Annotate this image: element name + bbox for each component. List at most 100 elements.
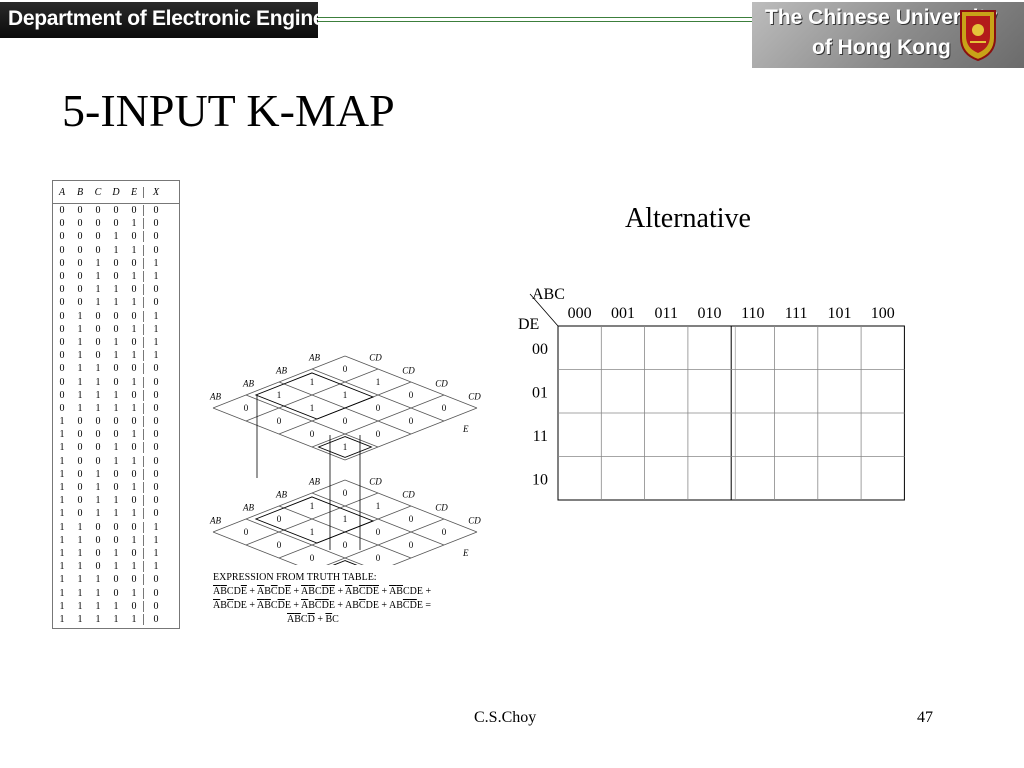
kmap-col-header: 110 (741, 305, 764, 322)
grid-line (245, 518, 364, 565)
plane-cell: 0 (376, 429, 381, 439)
truth-table-cell: 1 (59, 429, 65, 441)
truth-table-cell: 0 (113, 323, 119, 335)
truth-table-cell: 0 (131, 547, 137, 559)
grid-line (245, 394, 379, 448)
plane-col-label: AB (209, 516, 221, 526)
truth-table-cell: 1 (113, 547, 119, 559)
truth-table-header-cell: B (76, 186, 84, 198)
plane-row-label: CD (435, 503, 448, 513)
plane-cell: 0 (409, 514, 414, 524)
truth-table-header-cell: D (112, 186, 120, 198)
plane-cell: 1 (310, 377, 315, 387)
truth-table-cell: 1 (113, 561, 119, 573)
truth-table-cell: 0 (95, 323, 101, 335)
truth-table-cell: 0 (95, 218, 101, 230)
grid-line (212, 407, 346, 461)
truth-table-cell: 1 (131, 534, 137, 546)
plane-cell: 0 (343, 416, 348, 426)
truth-table-cell: 0 (77, 218, 83, 230)
plane-cell: 0 (409, 390, 414, 400)
truth-table-cell: 0 (143, 205, 168, 217)
truth-table-cell: 0 (77, 244, 83, 256)
kmap-row-header: 01 (532, 384, 548, 401)
truth-table-cell: 1 (131, 244, 137, 256)
truth-table-cell: 0 (143, 244, 168, 256)
truth-table-cell: 0 (59, 336, 65, 348)
truth-table-cell: 0 (59, 363, 65, 375)
plane-col-label: AB (242, 379, 254, 389)
truth-table-cell: 0 (131, 442, 137, 454)
truth-table-cell: 1 (113, 284, 119, 296)
plane-col-label: AB (308, 353, 320, 363)
plane-cell: 0 (277, 514, 282, 524)
truth-table-cell: 1 (77, 534, 83, 546)
group-loop (254, 496, 375, 544)
truth-table-cell: 1 (143, 561, 168, 573)
truth-table-cell: 1 (113, 231, 119, 243)
truth-table-cell: 1 (95, 389, 101, 401)
plane-cell: 1 (310, 403, 315, 413)
truth-table-cell: 1 (113, 600, 119, 612)
truth-table-cell: 1 (95, 613, 101, 625)
truth-table-cell: 1 (95, 402, 101, 414)
truth-table-cell: 0 (77, 416, 83, 428)
truth-table-cell: 1 (113, 402, 119, 414)
truth-table-cell: 0 (77, 482, 83, 494)
plane-row-label: CD (468, 392, 481, 402)
plane-col-label: AB (275, 490, 287, 500)
truth-table-header-cell: X (143, 186, 168, 198)
truth-table-cell: 1 (113, 297, 119, 309)
truth-table-cell: 0 (131, 205, 137, 217)
truth-table-cell: 0 (95, 521, 101, 533)
truth-table-cell: 0 (113, 376, 119, 388)
truth-table-cell: 0 (143, 482, 168, 494)
plane-cell: 0 (310, 429, 315, 439)
truth-table-cell: 1 (95, 574, 101, 586)
truth-table-cell: 1 (59, 521, 65, 533)
kmap-col-header: 010 (698, 305, 722, 322)
truth-table-cell: 1 (143, 534, 168, 546)
truth-table-cell: 1 (95, 482, 101, 494)
truth-table-cell: 0 (143, 429, 168, 441)
plane-cell: 0 (277, 416, 282, 426)
grid-line (311, 394, 445, 448)
truth-table-cell: 0 (95, 429, 101, 441)
kmap-col-header: 101 (827, 305, 851, 322)
plane-label: E (462, 424, 469, 434)
truth-table-cell: 0 (95, 336, 101, 348)
kmap-row-header: 00 (532, 341, 548, 358)
truth-table-cell: 0 (131, 284, 137, 296)
plane-row-label: CD (369, 477, 382, 487)
truth-table-cell: 0 (113, 574, 119, 586)
truth-table-cell: 1 (59, 442, 65, 454)
grid-line (326, 518, 445, 565)
truth-table-cell: 0 (131, 257, 137, 269)
truth-table-cell: 1 (143, 521, 168, 533)
truth-table-cell: 0 (131, 310, 137, 322)
university-name-line2: of Hong Kong (812, 36, 951, 59)
truth-table-cell: 0 (59, 402, 65, 414)
truth-table-cell: 0 (131, 521, 137, 533)
truth-table-cell: 0 (59, 310, 65, 322)
slide-header: Department of Electronic Engineering The… (0, 0, 1024, 68)
truth-table-cell: 0 (95, 534, 101, 546)
truth-table-cell: 0 (131, 363, 137, 375)
truth-table-cell: 0 (143, 468, 168, 480)
plane-cell: 0 (376, 403, 381, 413)
truth-table-cell: 1 (131, 376, 137, 388)
university-name-line1: The Chinese University (765, 6, 998, 29)
truth-table-cell: 0 (143, 587, 168, 599)
truth-table-cell: 0 (143, 416, 168, 428)
